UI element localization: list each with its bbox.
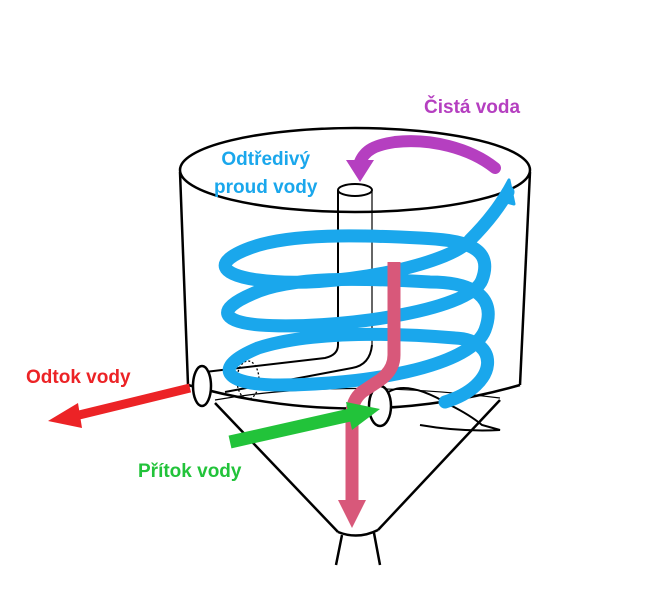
clean-water-arrow bbox=[346, 135, 501, 182]
cone-right bbox=[377, 399, 501, 531]
water-outflow-label: Odtok vody bbox=[26, 367, 131, 388]
clean-water-label: Čistá voda bbox=[424, 97, 521, 118]
vessel-wall-right bbox=[518, 171, 532, 386]
spiral-arrowhead bbox=[496, 178, 516, 206]
water-outflow-arrow bbox=[48, 383, 192, 428]
outflow-pipe-mouth bbox=[191, 364, 213, 408]
water-inflow-label: Přítok vody bbox=[138, 461, 242, 482]
vessel-rim bbox=[178, 126, 532, 214]
centrifugal-spiral bbox=[218, 178, 516, 409]
outlet-neck bbox=[334, 528, 382, 566]
centrifugal-flow-label: Odtředivý proud vody bbox=[214, 146, 317, 202]
vessel-wall-left bbox=[178, 171, 190, 386]
water-inflow-arrow bbox=[228, 402, 380, 449]
centrifugal-flow-label-line1: Odtředivý bbox=[221, 149, 311, 170]
cone-left bbox=[214, 402, 339, 533]
inflow-nozzle bbox=[367, 384, 501, 432]
centrifugal-flow-label-line2: proud vody bbox=[214, 177, 318, 198]
vortex-finder-top bbox=[337, 183, 373, 197]
